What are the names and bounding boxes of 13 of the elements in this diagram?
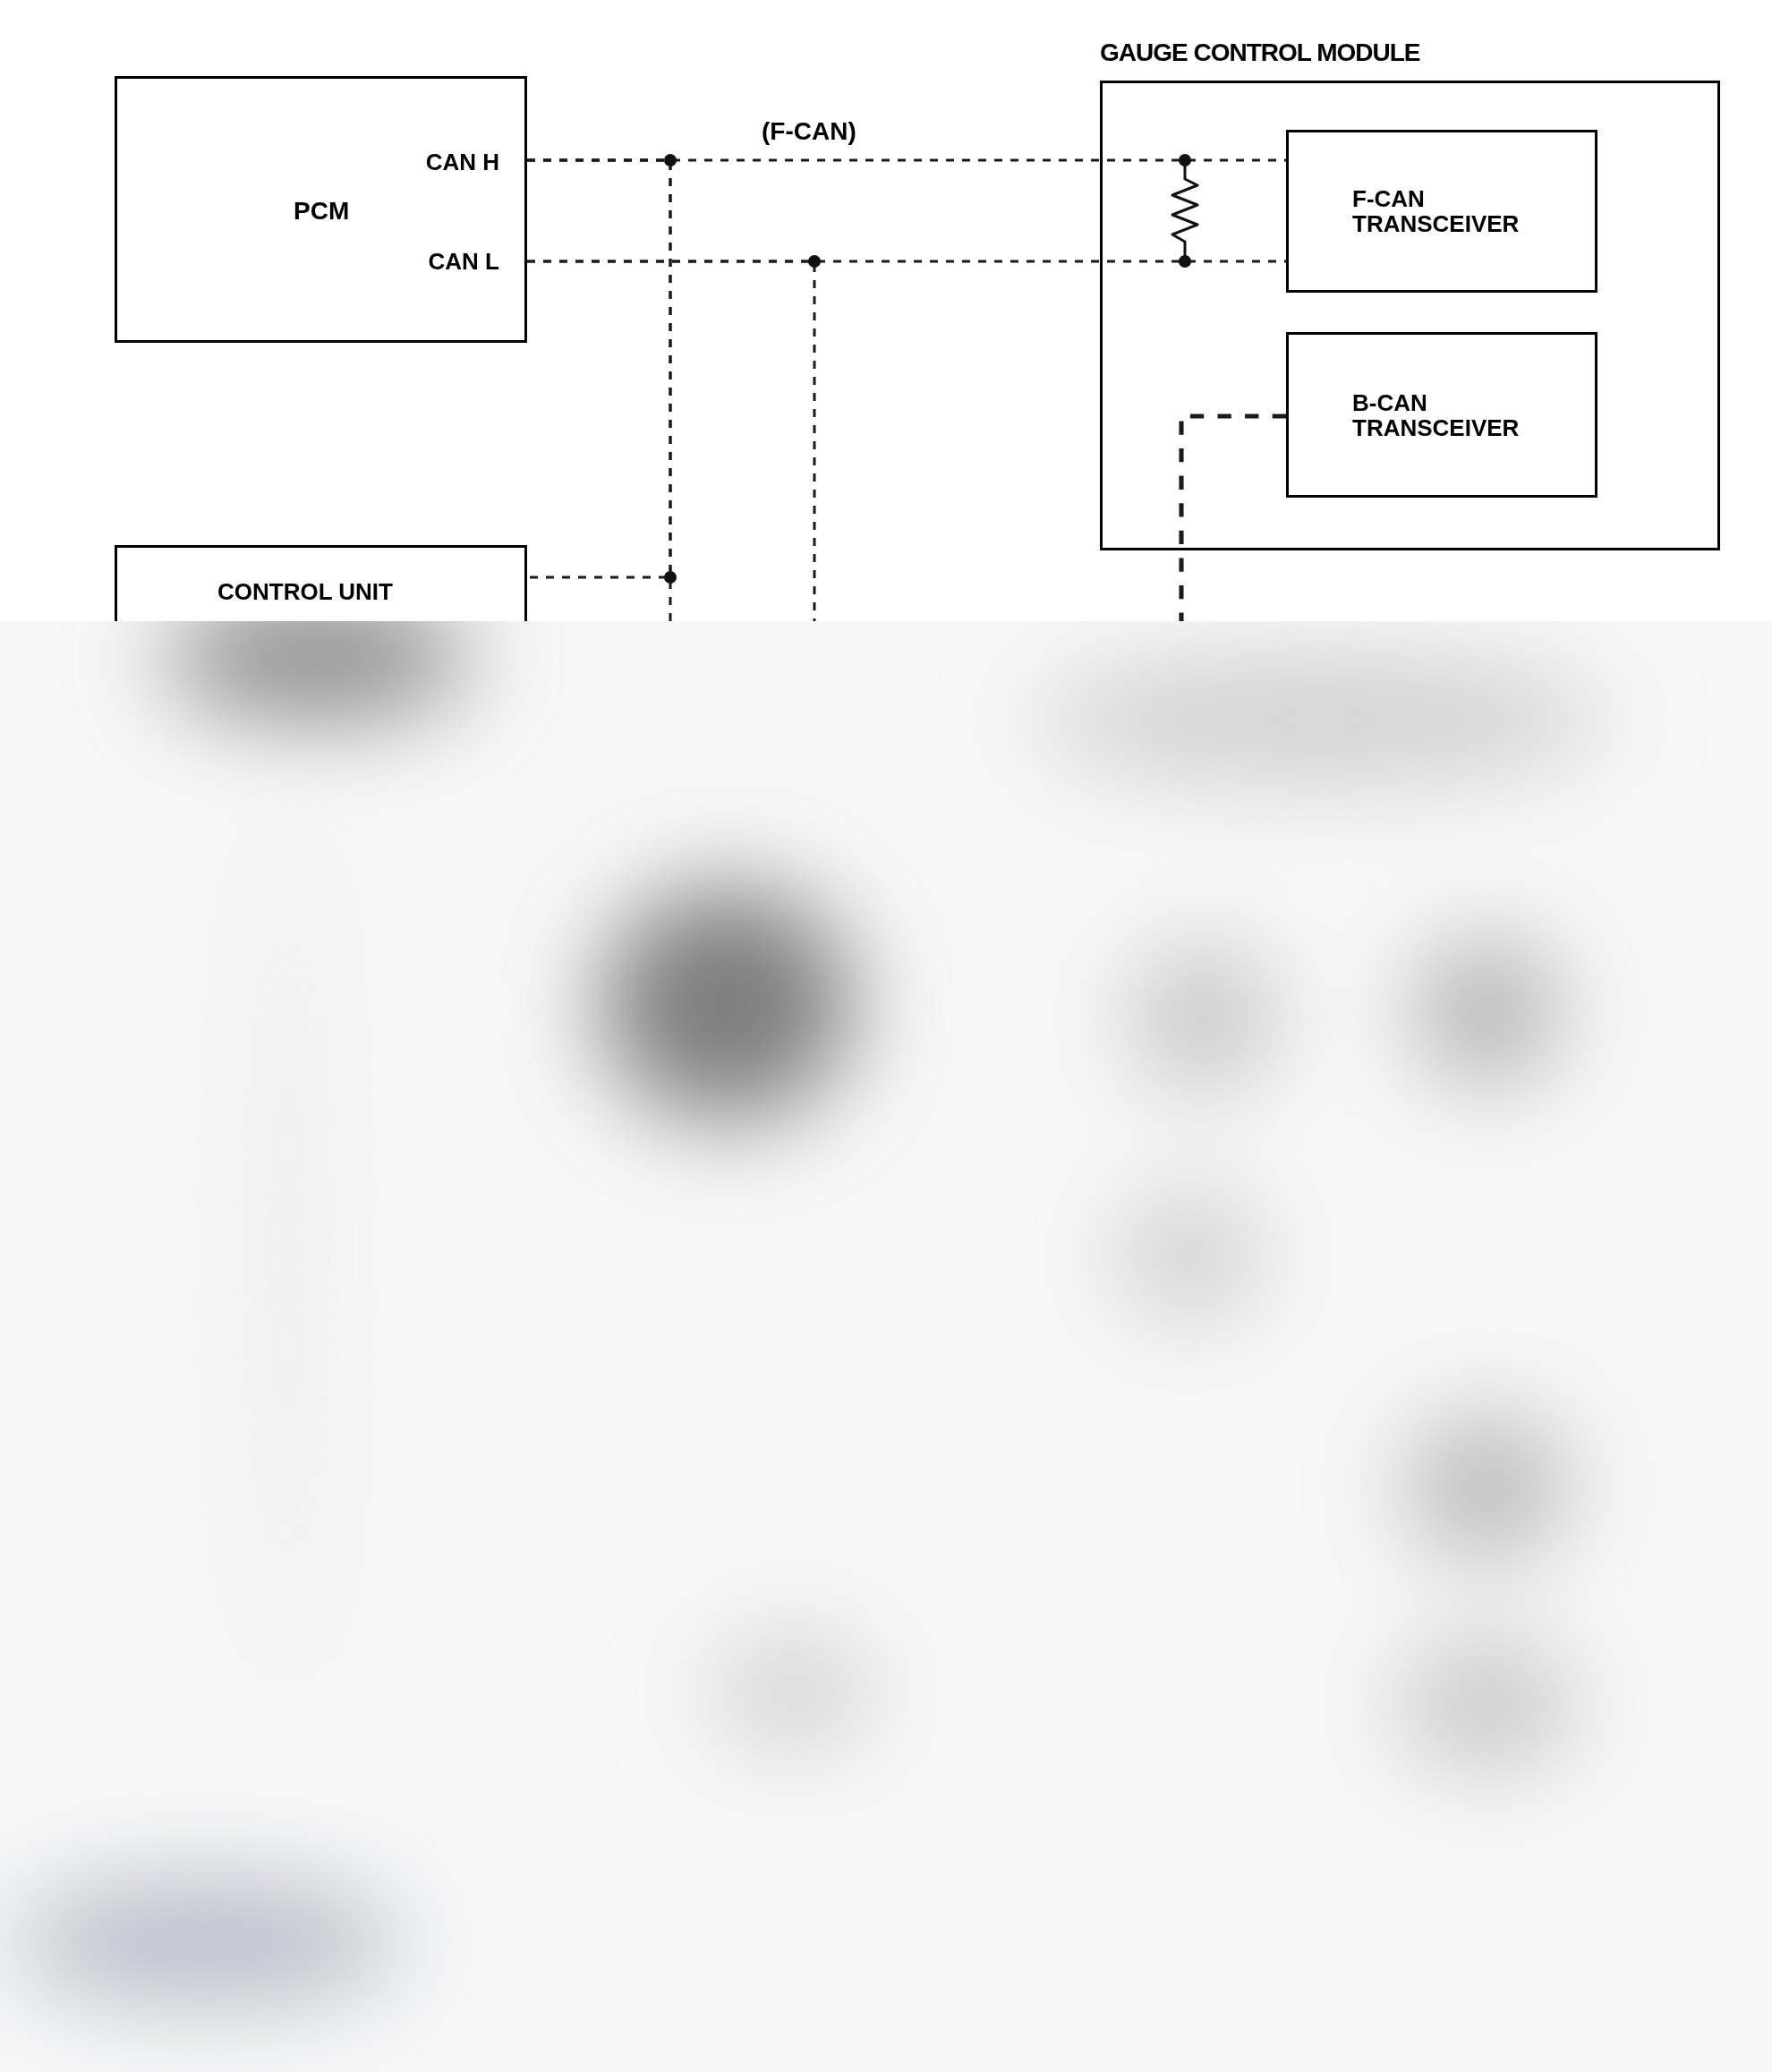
transceiver-box	[1286, 332, 1597, 498]
transceiver-label: F-CAN TRANSCEIVER	[1352, 186, 1521, 236]
dashed-wire	[527, 260, 816, 621]
module-label: PCM	[294, 197, 350, 226]
bus-label: (F-CAN)	[762, 117, 856, 146]
module-title: GAUGE CONTROL MODULE	[1100, 38, 1420, 67]
pin-label: CAN L	[428, 247, 499, 276]
module-box	[115, 76, 527, 343]
dashed-wire	[1179, 414, 1286, 621]
transceiver-box	[1286, 130, 1597, 293]
pin-label: CAN H	[425, 148, 499, 176]
unit-label: CONTROL UNIT	[217, 578, 393, 605]
transceiver-label: B-CAN TRANSCEIVER	[1352, 389, 1521, 440]
